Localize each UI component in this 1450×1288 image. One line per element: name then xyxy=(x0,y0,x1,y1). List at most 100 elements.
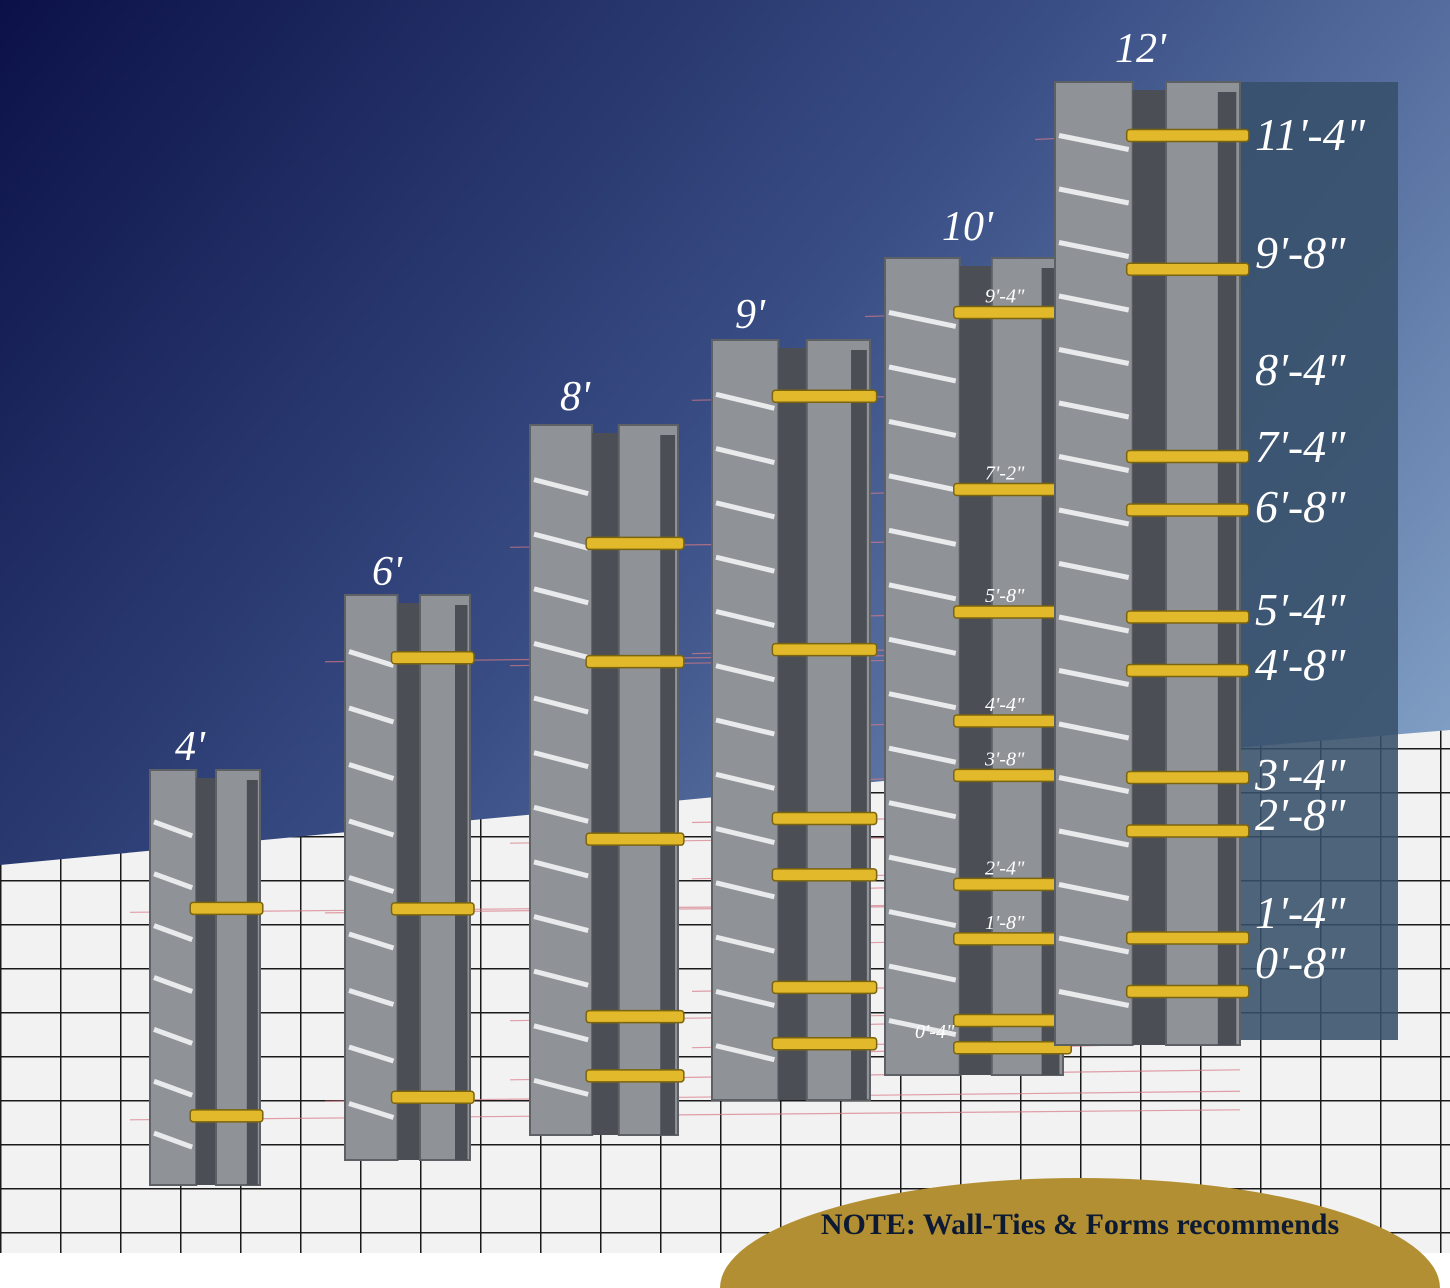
tie-bar xyxy=(771,811,878,826)
wall-form-diagram: 4'6'8'9'10'12' 11'-4"9'-8"8'-4"7'-4"6'-8… xyxy=(0,0,1450,1253)
form-height-label: 12' xyxy=(1115,26,1167,72)
form-rib xyxy=(533,586,589,606)
form-height-label: 9' xyxy=(735,292,766,338)
form-rib xyxy=(533,1023,589,1043)
tie-bar xyxy=(585,536,685,551)
form-channel xyxy=(397,603,420,1160)
form-channel xyxy=(1132,90,1166,1045)
inline-tie-label: 3'-8" xyxy=(984,748,1025,770)
tie-bar xyxy=(1125,262,1250,276)
form-rib xyxy=(533,914,589,933)
tie-height-label: 2'-8" xyxy=(1255,789,1346,840)
form-rib xyxy=(348,762,395,781)
tie-bar xyxy=(1125,931,1250,945)
tie-bar xyxy=(1125,449,1250,464)
tie-height-column xyxy=(1238,82,1398,1040)
wall-form-6ft: 6' xyxy=(344,549,475,1161)
form-rib xyxy=(715,446,775,466)
form-rib xyxy=(1058,668,1130,687)
guide-line xyxy=(129,1109,1241,1121)
tie-height-label: 5'-4" xyxy=(1255,584,1346,635)
form-channel xyxy=(778,348,807,1100)
form-rib xyxy=(153,1130,194,1150)
inline-tie-label: 5'-8" xyxy=(985,585,1025,607)
form-rib xyxy=(348,818,395,838)
form-rib xyxy=(348,1044,395,1064)
tie-bar xyxy=(953,305,1072,320)
tie-bar xyxy=(585,1069,685,1083)
tie-bar xyxy=(953,1013,1072,1028)
tie-height-label: 0'-8" xyxy=(1255,937,1346,988)
form-rib xyxy=(888,854,957,874)
form-rib xyxy=(533,531,589,551)
tie-bar xyxy=(771,389,878,404)
form-rib xyxy=(348,988,395,1007)
form-rib xyxy=(348,931,395,951)
form-rib xyxy=(153,819,194,839)
form-rib xyxy=(348,875,395,894)
tie-bar xyxy=(953,932,1072,946)
form-rib xyxy=(348,649,395,668)
form-rib xyxy=(715,717,775,737)
form-rib xyxy=(1058,561,1130,580)
form-rib xyxy=(715,391,775,411)
tie-bar xyxy=(953,768,1072,783)
tie-height-label: 4'-8" xyxy=(1255,639,1346,690)
inline-tie-label: 7'-2" xyxy=(985,462,1025,484)
form-rib xyxy=(153,923,194,942)
form-rib xyxy=(715,500,775,520)
form-rib xyxy=(533,641,589,660)
tie-bar xyxy=(1125,824,1250,838)
tie-bar xyxy=(585,1009,685,1024)
tie-height-label: 9'-8" xyxy=(1255,227,1346,278)
form-rib xyxy=(888,800,957,820)
form-rib xyxy=(1058,828,1130,848)
form-rib xyxy=(888,636,957,656)
tie-height-label: 8'-4" xyxy=(1255,344,1346,395)
tie-bar xyxy=(1125,128,1250,143)
tie-height-label: 7'-4" xyxy=(1255,421,1346,472)
form-rib xyxy=(533,1077,589,1097)
form-rib xyxy=(1058,347,1130,366)
form-rib xyxy=(888,1018,957,1037)
tie-bar xyxy=(953,714,1072,728)
form-rib xyxy=(533,968,589,988)
form-height-label: 6' xyxy=(372,549,403,595)
form-rib xyxy=(1058,614,1130,634)
tie-height-labels: 11'-4"9'-8"8'-4"7'-4"6'-8"5'-4"4'-8"3'-4… xyxy=(1254,109,1366,988)
tie-bar xyxy=(953,1041,1072,1055)
form-rib xyxy=(1058,133,1130,152)
form-rib xyxy=(533,695,589,715)
tie-bar xyxy=(1125,663,1250,678)
form-rib xyxy=(1058,293,1130,313)
form-rib xyxy=(1058,400,1130,420)
inline-tie-label: 1'-8" xyxy=(985,912,1025,934)
tie-bar xyxy=(771,868,878,882)
form-rib xyxy=(715,771,775,791)
tie-bar xyxy=(771,980,878,995)
tie-bar xyxy=(771,642,878,657)
tie-bar xyxy=(189,901,264,916)
tie-bar xyxy=(1125,503,1250,517)
form-rib xyxy=(1058,507,1130,527)
form-front-channel xyxy=(851,350,867,1100)
inline-tie-labels: 0'-4"1'-8"2'-4"3'-8"4'-4"5'-8"7'-2"9'-4" xyxy=(915,285,1025,1042)
form-rib xyxy=(1058,935,1130,955)
form-rib xyxy=(888,582,957,602)
form-rib xyxy=(153,871,194,891)
form-rib xyxy=(153,1078,194,1098)
form-rib xyxy=(1058,721,1130,741)
form-rib xyxy=(533,477,589,497)
form-rib xyxy=(888,745,957,765)
form-rib xyxy=(715,608,775,628)
tie-bar xyxy=(953,482,1072,497)
form-height-label: 4' xyxy=(175,724,206,770)
form-rib xyxy=(1058,775,1130,794)
form-height-label: 10' xyxy=(942,204,994,250)
form-rib xyxy=(348,705,395,725)
form-rib xyxy=(1058,186,1130,206)
form-group: 4'6'8'9'10'12' xyxy=(149,26,1250,1186)
form-rib xyxy=(1058,989,1130,1008)
form-rib xyxy=(888,691,957,711)
wall-form-10ft: 10' xyxy=(884,204,1072,1076)
